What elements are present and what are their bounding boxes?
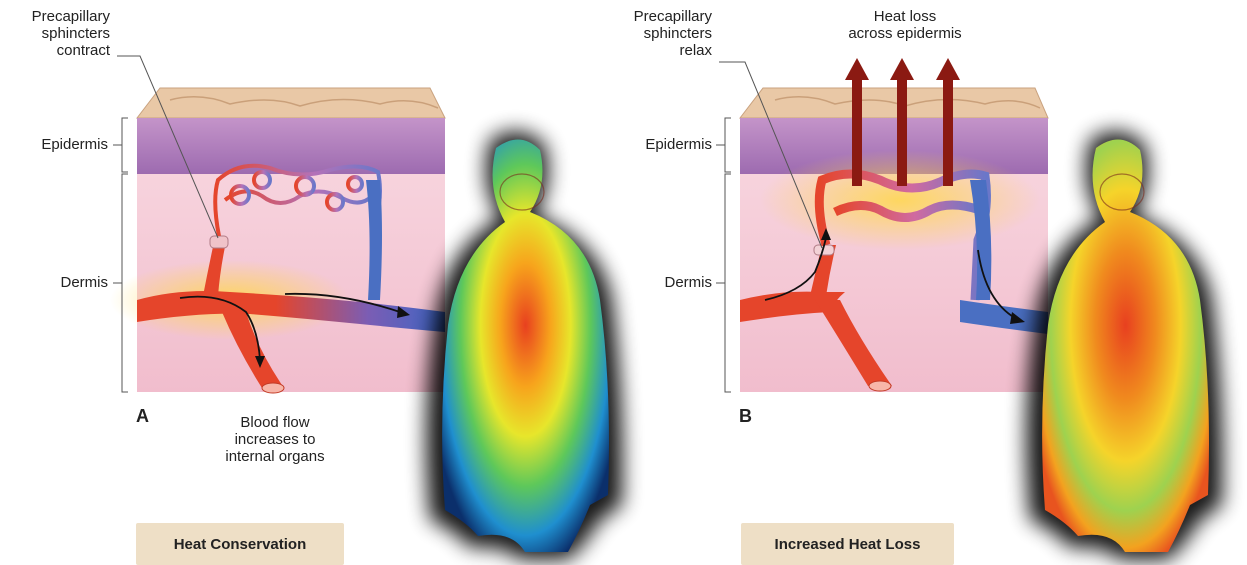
label-line: relax [600, 42, 712, 59]
heat-arrow-3 [943, 78, 953, 186]
epidermis-label-a: Epidermis [0, 136, 108, 153]
thermal-body-a [426, 131, 623, 560]
label-line: Precapillary [0, 8, 110, 25]
label-line: sphincters [0, 25, 110, 42]
dermis-label-a: Dermis [0, 274, 108, 291]
epidermis-layer [137, 118, 445, 174]
heat-arrow-1-head [845, 58, 869, 80]
dermis-label-b: Dermis [600, 274, 712, 291]
heat-arrow-1 [852, 78, 862, 186]
caption-heat-conservation: Heat Conservation [136, 523, 344, 565]
heat-arrow-2 [897, 78, 907, 186]
sphincter-relax-label: Precapillary sphincters relax [600, 8, 712, 59]
panel-letter-b: B [739, 406, 752, 427]
label-line: Precapillary [600, 8, 712, 25]
epidermis-label-b: Epidermis [600, 136, 712, 153]
label-line: internal organs [205, 448, 345, 465]
thermal-body-b [1026, 131, 1223, 560]
precapillary-sphincter [210, 236, 228, 248]
label-line: contract [0, 42, 110, 59]
panel-letter-a: A [136, 406, 149, 427]
label-line: across epidermis [830, 25, 980, 42]
heat-arrow-2-head [890, 58, 914, 80]
sphincter-contract-label: Precapillary sphincters contract [0, 8, 110, 59]
caption-increased-heat-loss: Increased Heat Loss [741, 523, 954, 565]
label-line: increases to [205, 431, 345, 448]
label-line: Blood flow [205, 414, 345, 431]
heat-arrow-3-head [936, 58, 960, 80]
label-line: Heat loss [830, 8, 980, 25]
panel-a-skin-block [110, 88, 445, 393]
panel-a-brackets [113, 118, 128, 392]
blood-flow-label: Blood flow increases to internal organs [205, 414, 345, 465]
heat-loss-label: Heat loss across epidermis [830, 8, 980, 42]
label-line: sphincters [600, 25, 712, 42]
panel-b-brackets [716, 118, 731, 392]
panel-b-skin-block [740, 88, 1048, 392]
